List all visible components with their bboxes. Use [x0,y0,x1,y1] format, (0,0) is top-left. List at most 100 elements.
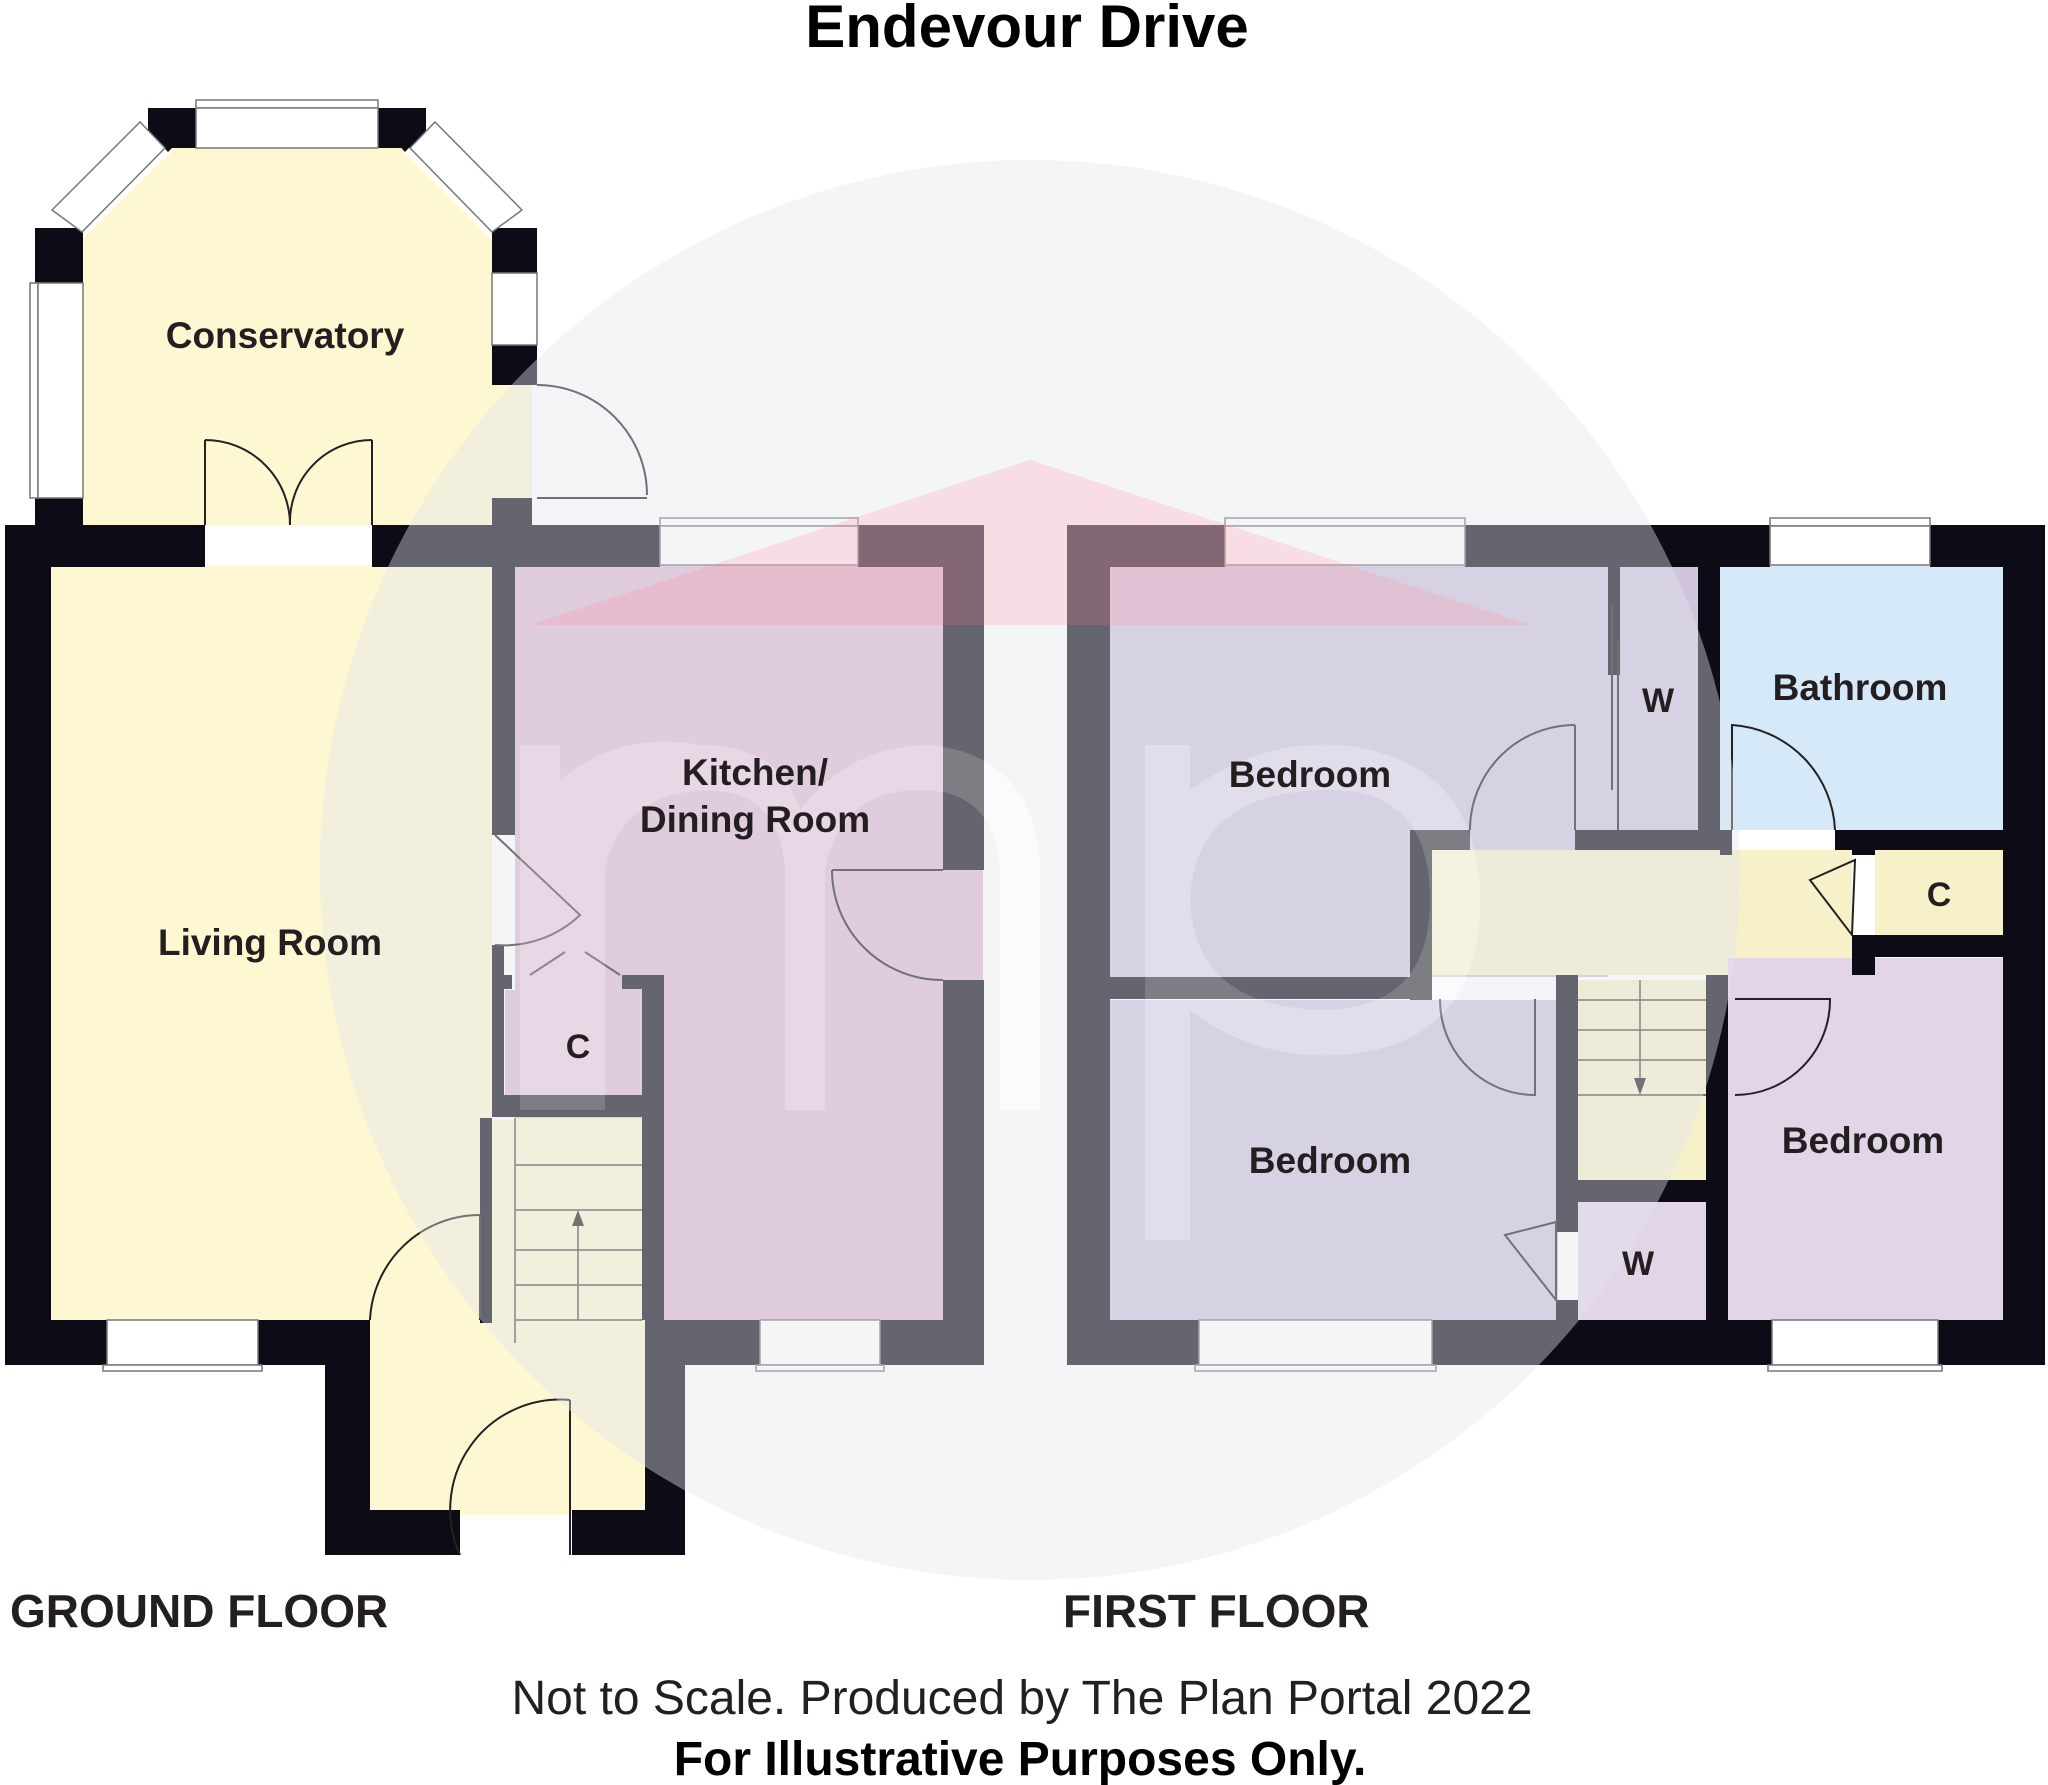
ff-wall-left [1067,525,1110,1365]
room-label-kitchen-line1: Kitchen/ [682,752,828,793]
conservatory-post [492,228,537,273]
door-swing-arc [449,1398,571,1556]
stairs-ground [514,1118,642,1343]
door-swing-arc [288,439,373,526]
room-label-conservatory: Conservatory [166,315,405,356]
room-label-kitchen-line2: Dining Room [640,799,870,840]
ground-floor-label: GROUND FLOOR [10,1585,388,1637]
window [195,99,379,109]
window [755,1364,885,1372]
room-label-wardrobe-2: W [1622,1245,1655,1283]
ff-wall-bottom-1 [1067,1320,1199,1365]
room-label-bedroom-2: Bedroom [1249,1140,1411,1181]
conservatory-post [385,108,426,152]
conservatory-post [35,498,83,528]
wall-cupboard-top-l [492,975,512,989]
bathroom-floor [1720,565,2003,830]
window [37,282,84,499]
door-swing-arc [1503,1220,1557,1303]
ff-wall-bath-bottom-r [1835,830,2005,850]
wall-hall-right [645,1320,685,1555]
ff-wall-bed1-bottom [1110,977,1432,999]
door-swing-arc [1469,724,1576,831]
window [1224,525,1466,566]
ff-wall-bed1-landing [1410,830,1432,1000]
wall-hall-bottom-l [325,1510,460,1555]
hall-stairs-floor [515,1118,645,1343]
window [1198,1319,1433,1366]
door-swing-arc [1734,998,1832,1096]
doors [204,384,1857,1556]
conservatory-post [35,228,83,283]
stair-arrow-down-icon [1634,1078,1646,1095]
ff-wall-cupboard-lower [1852,935,1875,975]
window [1769,517,1931,527]
ff-wall-cupboard-left [1852,830,1875,855]
wardrobe-1-floor [1608,565,1698,830]
window [1194,1364,1437,1372]
stair-arrow-up-icon [572,1210,584,1226]
conservatory-post [492,498,532,528]
ff-wall-wardrobe-bath [1698,565,1720,850]
walls [5,108,2045,1555]
window [491,272,538,346]
wall-left [5,525,51,1365]
door-swing-arc [1731,723,1836,831]
room-label-cupboard-2: C [1927,876,1952,914]
room-label-bedroom-3: Bedroom [1782,1120,1944,1161]
room-label-bathroom: Bathroom [1773,667,1948,708]
ff-wall-bottom-3 [1938,1320,2045,1365]
window [759,1319,881,1366]
mp-logo-icon [320,160,1740,1580]
ff-wall-wardrobe2-left-low [1556,1300,1578,1320]
watermark-letter-m [520,741,1040,1110]
wall-cupboard-right [642,975,664,1320]
ff-wall-stairs-bottom [1556,1180,1728,1202]
door-swing-arc [1438,998,1536,1097]
door-swing-arc [369,1213,481,1321]
ff-wall-wardrobe2-left [1556,1202,1578,1232]
room-fills [50,128,2003,1515]
ff-wall-top-2 [1465,525,1770,567]
room-label-wardrobe-1: W [1642,682,1675,720]
wall-bottom-left [5,1320,107,1365]
window [1769,525,1931,566]
wardrobe-2-floor [1578,1202,1706,1320]
bedroom-2-floor [1110,1000,1558,1320]
door-swing-arc [204,439,291,526]
room-label-living-room: Living Room [158,922,382,963]
door-swing-arc [831,869,944,982]
wall-bottom-kitchen-r [880,1320,984,1365]
wall-cupboard-top-r [622,975,664,989]
wall-kitchen-right-bot [943,980,984,1365]
ff-wall-right [2003,525,2045,1365]
conservatory-floor [82,128,532,525]
footer-illustrative: For Illustrative Purposes Only. [674,1733,1367,1785]
window [408,120,524,233]
stairs-first [1578,980,1706,1096]
ff-wall-landing-top-l [1410,830,1470,850]
wall-top-mid [372,525,660,567]
window [29,282,39,499]
watermark-circle [320,160,1740,1580]
window [50,120,167,233]
window [195,107,379,149]
first-floor-label: FIRST FLOOR [1063,1585,1370,1637]
ff-wall-cupboard-bottom [1875,935,2003,957]
kitchen-door-recess [943,870,983,980]
cupboard-2-floor [1875,850,2003,935]
cupboard-floor [505,990,645,1095]
conservatory-post [492,345,537,385]
window [102,1364,263,1372]
window [1767,1364,1943,1372]
window [659,525,859,566]
window [106,1319,259,1366]
windows [29,99,1943,1372]
wall-kitchen-right-top [943,525,984,870]
footer-disclaimer: Not to Scale. Produced by The Plan Porta… [511,1672,1532,1725]
room-labels: Conservatory Living Room Kitchen/ Dining… [158,315,1951,1283]
door-swing-arc [494,834,582,947]
watermark-arrow [530,460,1530,625]
room-label-bedroom-1: Bedroom [1229,754,1391,795]
